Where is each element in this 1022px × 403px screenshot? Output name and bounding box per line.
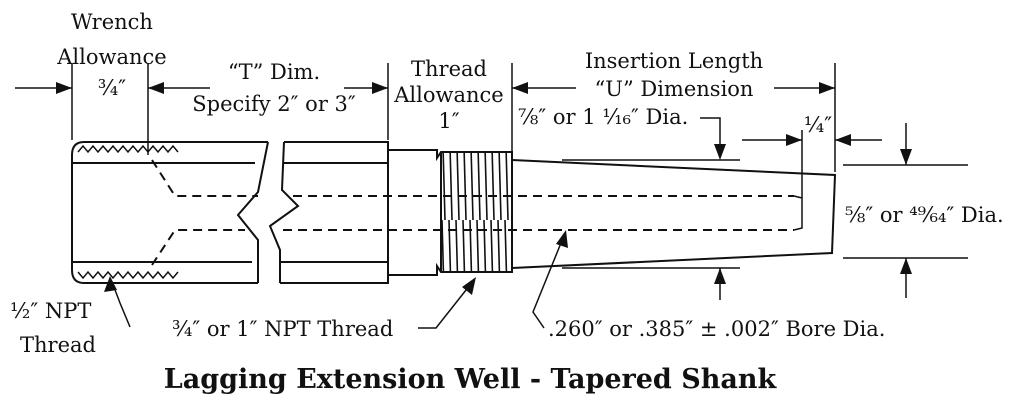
break-symbol (236, 141, 300, 283)
label-npt-main: ¾″ or 1″ NPT Thread (172, 317, 393, 341)
label-insertion-2: “U” Dimension (595, 77, 754, 101)
label-bore: .260″ or .385″ ± .002″ Bore Dia. (548, 317, 885, 341)
label-thread-allow-value: 1″ (438, 109, 459, 133)
text-labels: Wrench Allowance ¾″ “T” Dim. Specify 2″ … (10, 10, 1004, 395)
leader-lines (104, 230, 568, 329)
label-insertion-1: Insertion Length (585, 49, 763, 73)
label-wrench-value: ¾″ (98, 76, 126, 100)
tapered-shank (511, 159, 837, 269)
label-wrench-2: Allowance (56, 45, 166, 69)
label-thread-allow-1: Thread (411, 57, 487, 81)
label-t-dim-1: “T” Dim. (228, 60, 320, 84)
hidden-bore (151, 159, 803, 266)
label-quarter: ¼″ (804, 113, 832, 137)
diagram-title: Lagging Extension Well - Tapered Shank (164, 364, 778, 395)
label-npt-half-1: ½″ NPT (10, 299, 91, 323)
label-t-dim-2: Specify 2″ or 3″ (192, 92, 356, 116)
label-upper-dia: ⅞″ or 1 ¹⁄₁₆″ Dia. (518, 105, 688, 129)
dimension-lines (15, 63, 968, 300)
label-wrench-1: Wrench (71, 10, 153, 34)
label-thread-allow-2: Allowance (393, 83, 503, 107)
label-npt-half-2: Thread (20, 333, 96, 357)
npt-thread-section (388, 149, 513, 276)
hex-body (71, 141, 389, 284)
internal-thread (77, 144, 179, 280)
label-tip-dia: ⅝″ or ⁴⁹⁄₆₄″ Dia. (845, 203, 1004, 227)
